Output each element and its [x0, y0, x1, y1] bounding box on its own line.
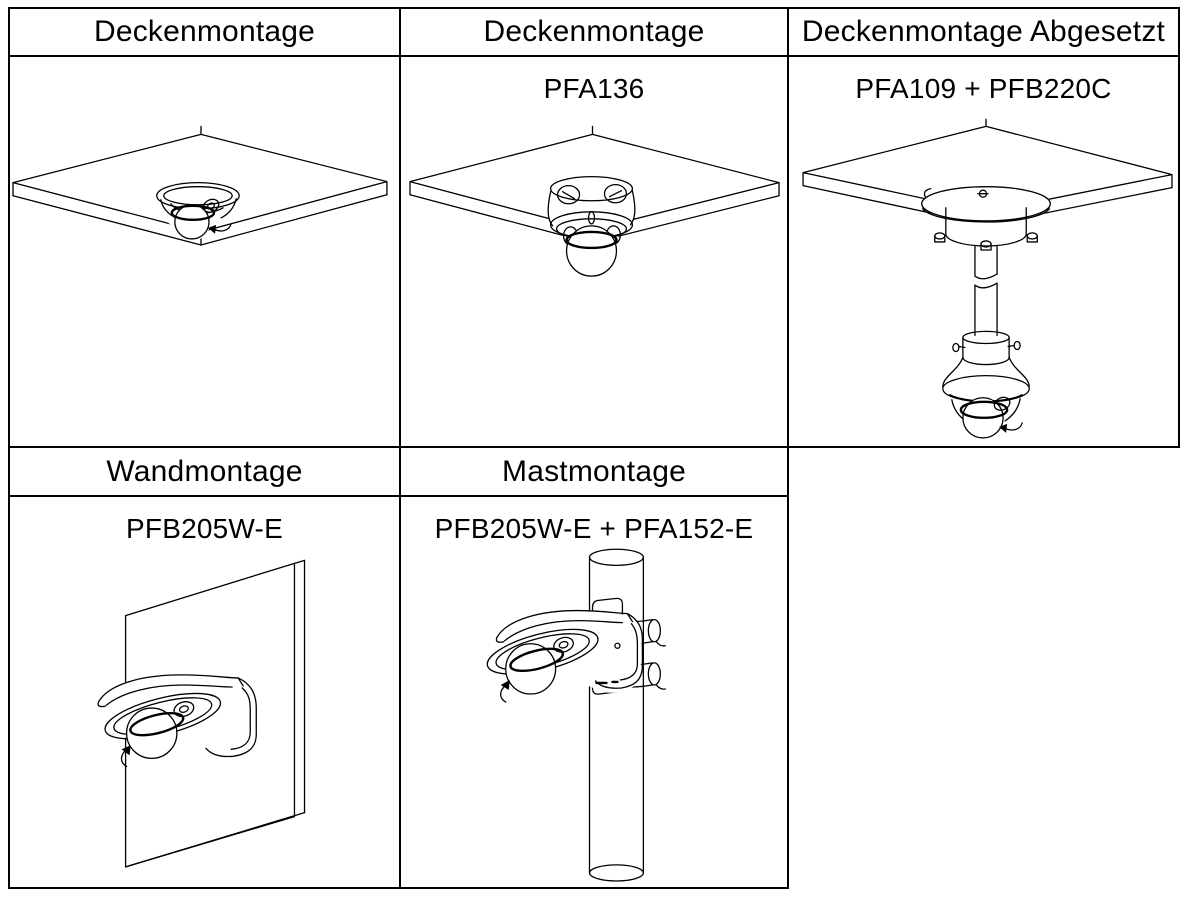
diagram-cell-ceiling-mount-pfa136: PFA136	[399, 55, 789, 448]
header-cell-ceiling-mount-1: Deckenmontage	[8, 7, 401, 57]
header-row-bottom: Wandmontage Mastmontage	[8, 446, 1179, 497]
empty-cell	[788, 447, 1179, 496]
header-cell-pole-mount: Mastmontage	[399, 446, 789, 497]
product-label-pfa136: PFA136	[543, 73, 645, 104]
product-label-pfb205we: PFB205W-E	[126, 513, 283, 544]
pole-mount-strap-bracket-dome-camera-diagram	[401, 497, 787, 887]
ceiling-mount-dome-camera-diagram	[10, 57, 399, 446]
mounting-options-table: Deckenmontage Deckenmontage Deckenmontag…	[8, 7, 1180, 889]
diagram-cell-pendant-mount: PFA109 + PFB220C	[787, 55, 1180, 448]
empty-cell	[788, 496, 1179, 888]
diagram-cell-ceiling-mount	[8, 55, 401, 448]
header-cell-wall-mount: Wandmontage	[8, 446, 401, 497]
pendant-pole-ceiling-mount-dome-camera-diagram	[789, 57, 1178, 440]
product-label-pfb205we-pfa152e: PFB205W-E + PFA152-E	[434, 513, 754, 544]
diagram-row-bottom: PFB205W-E	[8, 495, 1179, 889]
header-row-top: Deckenmontage Deckenmontage Deckenmontag…	[8, 7, 1180, 57]
header-cell-ceiling-mount-2: Deckenmontage	[399, 7, 789, 57]
diagram-row-top: PFA136	[8, 55, 1180, 448]
diagram-cell-wall-mount: PFB205W-E	[8, 495, 401, 889]
ceiling-mount-adapter-dome-camera-diagram	[401, 57, 787, 278]
product-label-pfa109-pfb220c: PFA109 + PFB220C	[855, 73, 1112, 104]
diagram-cell-pole-mount: PFB205W-E + PFA152-E	[399, 495, 789, 889]
wall-mount-bracket-dome-camera-diagram	[97, 497, 399, 887]
header-cell-ceiling-mount-offset: Deckenmontage Abgesetzt	[787, 7, 1180, 57]
